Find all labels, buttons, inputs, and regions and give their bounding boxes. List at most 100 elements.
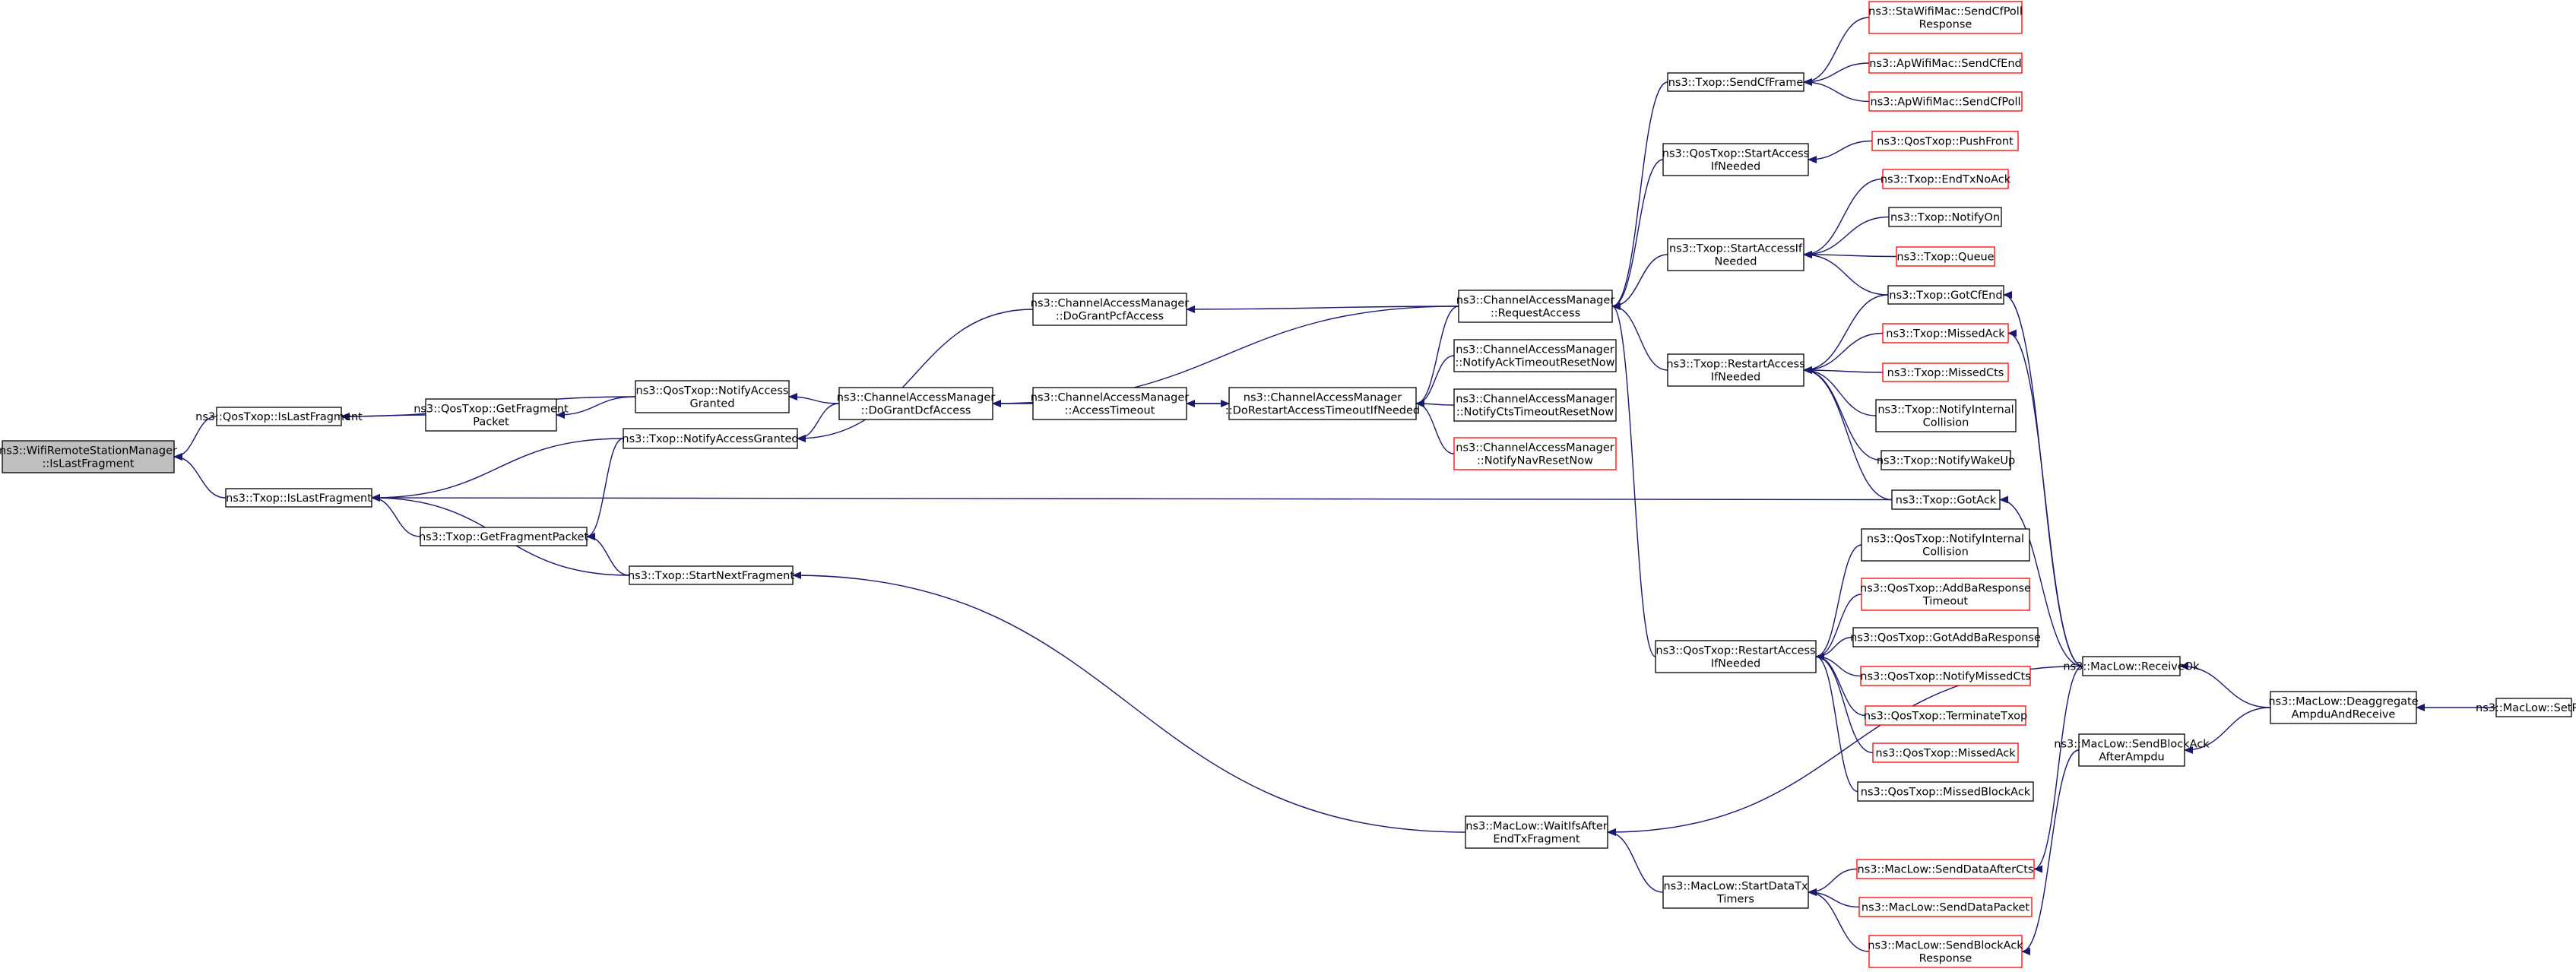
function-node[interactable]: ns3::QosTxop::NotifyAccessGranted bbox=[635, 380, 790, 413]
function-node[interactable]: ns3::ChannelAccessManager::NotifyAckTime… bbox=[1453, 339, 1617, 372]
node-label: Timeout bbox=[1922, 596, 1969, 608]
function-node[interactable]: ns3::Txop::GotAck bbox=[1891, 489, 2001, 510]
node-label: ns3::Txop::NotifyWakeUp bbox=[1877, 455, 2015, 467]
node-label: ns3::ChannelAccessManager bbox=[1031, 298, 1190, 310]
call-edge bbox=[1803, 251, 1897, 259]
node-box bbox=[1662, 875, 1809, 909]
call-edge bbox=[1808, 888, 1870, 952]
node-label: ::RequestAccess bbox=[1491, 308, 1580, 320]
function-node[interactable]: ns3::QosTxop::TerminateTxop bbox=[1864, 705, 2027, 726]
function-node[interactable]: ns3::ChannelAccessManager::RequestAccess bbox=[1456, 290, 1615, 323]
node-label: Packet bbox=[473, 416, 509, 429]
function-node[interactable]: ns3::Txop::Queue bbox=[1896, 246, 1995, 267]
call-edge bbox=[1815, 544, 1862, 660]
call-edge bbox=[1808, 868, 1858, 896]
node-label: IfNeeded bbox=[1711, 372, 1760, 384]
node-box bbox=[1882, 363, 2009, 382]
node-box bbox=[1872, 742, 2019, 763]
function-node[interactable]: ns3::Txop::SendCfFrame bbox=[1667, 72, 1804, 92]
node-box bbox=[2270, 691, 2417, 724]
function-node[interactable]: ns3::Txop::IsLastFragment bbox=[225, 488, 372, 508]
node-label: Collision bbox=[1922, 546, 1969, 559]
function-node[interactable]: ns3::Txop::NotifyOn bbox=[1888, 207, 2002, 227]
node-label: ns3::QosTxop::StartAccess bbox=[1662, 148, 1809, 160]
node-label: ns3::Txop::SendCfFrame bbox=[1668, 77, 1804, 89]
node-label: ::NotifyCtsTimeoutResetNow bbox=[1456, 407, 1614, 419]
node-box bbox=[2078, 733, 2185, 767]
function-node[interactable]: ns3::ChannelAccessManager::AccessTimeout bbox=[1031, 387, 1190, 420]
node-box bbox=[1667, 238, 1804, 271]
function-node[interactable]: ns3::MacLow::SendDataAfterCts bbox=[1856, 859, 2035, 879]
node-label: ns3::MacLow::SendBlockAck bbox=[2054, 739, 2210, 751]
node-box bbox=[1865, 705, 2026, 726]
call-edge bbox=[1815, 653, 1866, 717]
function-node[interactable]: ns3::Txop::NotifyWakeUp bbox=[1877, 450, 2015, 470]
function-node[interactable]: ns3::QosTxop::IsLastFragment bbox=[195, 407, 363, 426]
node-box bbox=[1868, 91, 2023, 112]
function-node[interactable]: ns3::Txop::StartNextFragment bbox=[628, 565, 794, 585]
function-node[interactable]: ns3::Txop::EndTxNoAck bbox=[1881, 169, 2011, 189]
call-edge bbox=[1611, 302, 1668, 371]
node-box bbox=[1228, 387, 1417, 420]
function-node[interactable]: ns3::MacLow::SendDataPacket bbox=[1858, 897, 2033, 917]
node-label: Granted bbox=[689, 398, 734, 410]
call-edge bbox=[371, 494, 1893, 502]
function-node[interactable]: ns3::ChannelAccessManager::NotifyNavRese… bbox=[1453, 437, 1617, 470]
node-box bbox=[1032, 293, 1187, 326]
function-node[interactable]: ns3::ChannelAccessManager::DoGrantDcfAcc… bbox=[837, 387, 996, 420]
function-node[interactable]: ns3::Txop::NotifyAccessGranted bbox=[622, 428, 799, 449]
call-edge bbox=[2021, 749, 2080, 955]
node-label: ns3::MacLow::ReceiveOk bbox=[2063, 661, 2200, 673]
function-node[interactable]: ns3::MacLow::SetPhy bbox=[2476, 698, 2576, 717]
function-node[interactable]: ns3::QosTxop::MissedAck bbox=[1872, 742, 2019, 763]
node-label: ns3::ApWifiMac::SendCfEnd bbox=[1869, 58, 2022, 70]
function-node[interactable]: ns3::Txop::GetFragmentPacket bbox=[419, 527, 588, 546]
function-node[interactable]: ns3::Txop::MissedCts bbox=[1882, 363, 2009, 382]
node-box bbox=[1868, 1, 2023, 34]
function-node[interactable]: ns3::Txop::MissedAck bbox=[1882, 323, 2009, 344]
node-box bbox=[1453, 339, 1617, 372]
node-label: ns3::Txop::IsLastFragment bbox=[226, 492, 372, 505]
call-edge bbox=[1815, 653, 1858, 793]
edge-layer bbox=[173, 17, 2496, 955]
node-label: ns3::QosTxop::AddBaResponse bbox=[1860, 583, 2031, 595]
call-edge bbox=[2033, 665, 2083, 873]
function-node[interactable]: ns3::QosTxop::MissedBlockAck bbox=[1857, 781, 2034, 802]
node-label: ns3::MacLow::Deaggregate bbox=[2268, 696, 2418, 708]
node-label: ns3::ChannelAccessManager bbox=[1456, 394, 1614, 406]
function-node[interactable]: ns3::MacLow::ReceiveOk bbox=[2063, 656, 2200, 676]
function-node[interactable]: ns3::ApWifiMac::SendCfEnd bbox=[1868, 52, 2023, 74]
call-edge bbox=[1803, 216, 1890, 258]
function-node[interactable]: ns3::ChannelAccessManager::DoRestartAcce… bbox=[1225, 387, 1420, 420]
function-node[interactable]: ns3::QosTxop::GetFragmentPacket bbox=[413, 398, 569, 432]
function-node[interactable]: ns3::ChannelAccessManager::DoGrantPcfAcc… bbox=[1031, 293, 1190, 326]
node-box bbox=[1453, 437, 1617, 470]
node-label: Collision bbox=[1923, 417, 1969, 429]
node-label: ::DoRestartAccessTimeoutIfNeeded bbox=[1225, 405, 1420, 417]
function-node[interactable]: ns3::Txop::GotCfEnd bbox=[1887, 285, 2004, 305]
node-label: ns3::MacLow::WaitIfsAfter bbox=[1465, 821, 1607, 833]
function-node[interactable]: ns3::QosTxop::GotAddBaResponse bbox=[1850, 627, 2041, 647]
function-node[interactable]: ns3::ChannelAccessManager::NotifyCtsTime… bbox=[1453, 388, 1617, 422]
function-node[interactable]: ns3::ApWifiMac::SendCfPoll bbox=[1868, 91, 2023, 112]
node-box bbox=[225, 488, 372, 508]
function-node[interactable]: ns3::QosTxop::NotifyMissedCts bbox=[1860, 666, 2031, 686]
call-edge bbox=[1611, 159, 1664, 310]
function-node[interactable]: ns3::WifiRemoteStationManager::IsLastFra… bbox=[0, 440, 177, 473]
node-label: ns3::WifiRemoteStationManager bbox=[0, 445, 177, 458]
node-box bbox=[1032, 387, 1187, 420]
function-node[interactable]: ns3::QosTxop::PushFront bbox=[1871, 131, 2019, 151]
